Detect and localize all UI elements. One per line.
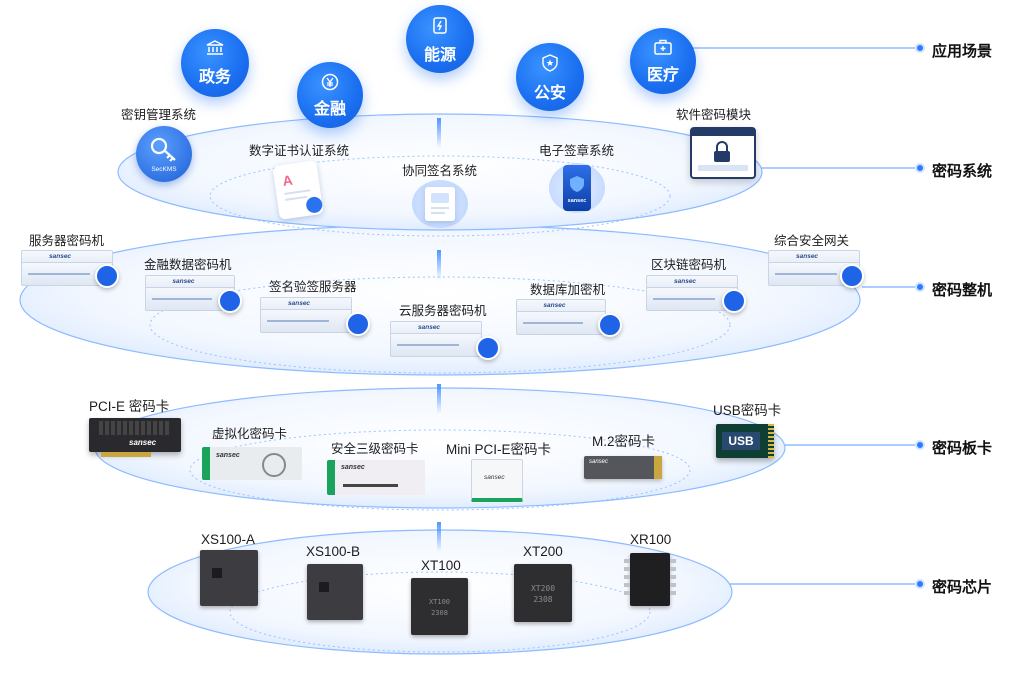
scenario-label: 公安	[533, 85, 566, 102]
category-cards: 密码板卡	[932, 440, 993, 457]
category-scenarios: 应用场景	[932, 43, 993, 60]
certificate-doc-icon[interactable]: A	[272, 160, 324, 220]
level3-card[interactable]: sansec	[327, 460, 425, 495]
system-label-software: 软件密码模块	[676, 108, 752, 122]
machine-label-signverify: 签名验签服务器	[269, 280, 357, 294]
database-icon	[598, 313, 622, 337]
scenario-government[interactable]: 政务	[181, 29, 249, 97]
category-chips: 密码芯片	[932, 579, 993, 596]
chip-label-xt200: XT200	[523, 544, 563, 559]
key-icon	[150, 137, 176, 162]
kms-mark: SecKMS	[151, 166, 177, 173]
machine-label-blockchain: 区块链密码机	[651, 258, 727, 272]
chip-xs100a[interactable]	[200, 550, 258, 606]
shield-star-icon	[542, 54, 558, 72]
scenario-police[interactable]: 公安	[516, 43, 584, 111]
card-label-pcie: PCI-E 密码卡	[89, 399, 170, 414]
cosign-icon[interactable]	[412, 180, 468, 228]
system-label-cosign: 协同签名系统	[402, 164, 478, 178]
card-label-virtual: 虚拟化密码卡	[212, 427, 288, 441]
category-systems: 密码系统	[932, 163, 993, 180]
m2-card[interactable]: sansec	[584, 456, 662, 479]
mini-pcie-card[interactable]: sansec	[471, 459, 523, 502]
lock-icon	[714, 141, 730, 162]
software-module-icon[interactable]	[690, 127, 756, 179]
machine-label-cloud: 云服务器密码机	[399, 304, 487, 318]
card-label-usb: USB密码卡	[713, 403, 782, 418]
chip-xr100[interactable]	[624, 553, 676, 606]
bank-icon	[218, 289, 242, 313]
category-machines: 密码整机	[932, 282, 993, 299]
machine-label-database: 数据库加密机	[530, 283, 606, 297]
card-label-level3: 安全三级密码卡	[331, 442, 419, 456]
shield-icon	[570, 176, 584, 192]
usb-card[interactable]: USB	[716, 424, 774, 458]
system-label-ca: 数字证书认证系统	[249, 144, 350, 158]
scenario-label: 政务	[198, 69, 231, 86]
scenario-label: 能源	[423, 47, 456, 64]
chip-label-xs100a: XS100-A	[201, 532, 256, 547]
server-icon	[95, 264, 119, 288]
yuan-coin-icon	[321, 73, 339, 91]
machine-label-finance: 金融数据密码机	[144, 258, 232, 272]
chip-xs100b[interactable]	[307, 564, 363, 620]
scenario-label: 金融	[313, 101, 346, 118]
scenario-label: 医疗	[646, 67, 679, 84]
signature-pen-icon	[346, 312, 370, 336]
system-label-kms: 密钥管理系统	[121, 108, 197, 122]
chip-label-xt100: XT100	[421, 558, 461, 573]
virtual-card[interactable]: sansec	[202, 447, 302, 480]
card-label-m2: M.2密码卡	[592, 434, 656, 449]
card-label-minipcie: Mini PCI-E密码卡	[446, 442, 552, 457]
esign-phone-icon[interactable]: sansec	[549, 163, 605, 213]
gateway-icon	[840, 264, 864, 288]
chip-xt100[interactable]: XT100 2308	[411, 578, 468, 635]
medical-kit-icon	[654, 39, 672, 55]
chip-label-xs100b: XS100-B	[306, 544, 361, 559]
blockchain-icon	[722, 289, 746, 313]
machine-label-gateway: 综合安全网关	[774, 234, 850, 248]
scenario-energy[interactable]: 能源	[406, 5, 474, 73]
cloud-icon	[476, 336, 500, 360]
machine-label-server: 服务器密码机	[29, 234, 105, 248]
chip-label-xr100: XR100	[630, 532, 672, 547]
scenario-medical[interactable]: 医疗	[630, 28, 696, 94]
scenario-finance[interactable]: 金融	[297, 62, 363, 128]
kms-tile[interactable]: SecKMS	[136, 126, 192, 182]
pcie-card[interactable]: sansec	[89, 418, 181, 457]
battery-bolt-icon	[433, 17, 447, 34]
chip-xt200[interactable]: XT200 2308	[514, 564, 572, 622]
bank-building-icon	[206, 40, 224, 55]
system-label-esign: 电子签章系统	[539, 144, 615, 158]
